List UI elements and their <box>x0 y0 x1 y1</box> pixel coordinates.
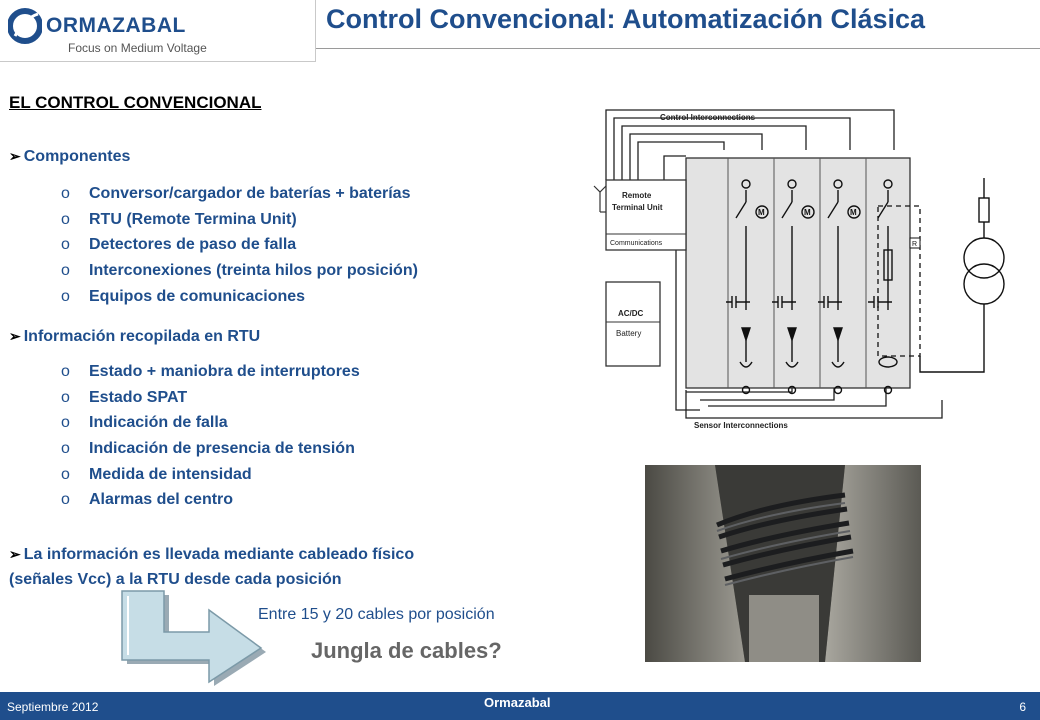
section-heading: EL CONTROL CONVENCIONAL <box>9 93 262 112</box>
motor-label: M <box>758 208 765 217</box>
ormazabal-logo-icon <box>8 8 42 44</box>
control-interconnections-label: Control Interconnections <box>660 113 756 122</box>
group-heading-componentes: ➢Componentes <box>9 148 131 165</box>
motor-label: M <box>804 208 811 217</box>
cable-tray-photo <box>645 465 921 662</box>
group-heading-informacion: ➢Información recopilada en RTU <box>9 328 261 345</box>
logo: ORMAZABAL Focus on Medium Voltage <box>0 0 316 62</box>
logo-tagline: Focus on Medium Voltage <box>68 41 207 55</box>
relay-label: R <box>912 241 917 248</box>
footer: Septiembre 2012 Ormazabal 6 <box>0 692 1040 720</box>
bent-arrow-icon <box>121 590 266 686</box>
page-title: Control Convencional: Automatización Clá… <box>326 4 926 34</box>
motor-label: M <box>850 208 857 217</box>
battery-label: Battery <box>616 329 641 338</box>
cables-note: Entre 15 y 20 cables por posición <box>258 606 495 623</box>
wiring-diagram: Remote Terminal Unit Communications AC/D… <box>593 109 1005 430</box>
rtu-label-2: Terminal Unit <box>612 203 663 212</box>
footer-date: Septiembre 2012 <box>7 700 99 714</box>
acdc-label: AC/DC <box>618 309 644 318</box>
title-divider <box>316 48 1040 49</box>
footer-company: Ormazabal <box>484 695 551 710</box>
communications-label: Communications <box>610 240 663 247</box>
arrow-bullet-icon: ➢ <box>9 328 21 344</box>
antenna-icon <box>593 185 607 213</box>
arrow-bullet-icon: ➢ <box>9 148 21 164</box>
cable-jungle-highlight: Jungla de cables? <box>311 638 502 663</box>
wiring-paragraph: ➢La información es llevada mediante cabl… <box>9 546 415 588</box>
rtu-label: Remote <box>622 191 652 200</box>
transformer-icon <box>919 178 1005 373</box>
page-number: 6 <box>1019 700 1026 714</box>
arrow-bullet-icon: ➢ <box>9 546 21 562</box>
sensor-interconnections-label: Sensor Interconnections <box>694 421 788 430</box>
logo-name: ORMAZABAL <box>46 14 186 37</box>
